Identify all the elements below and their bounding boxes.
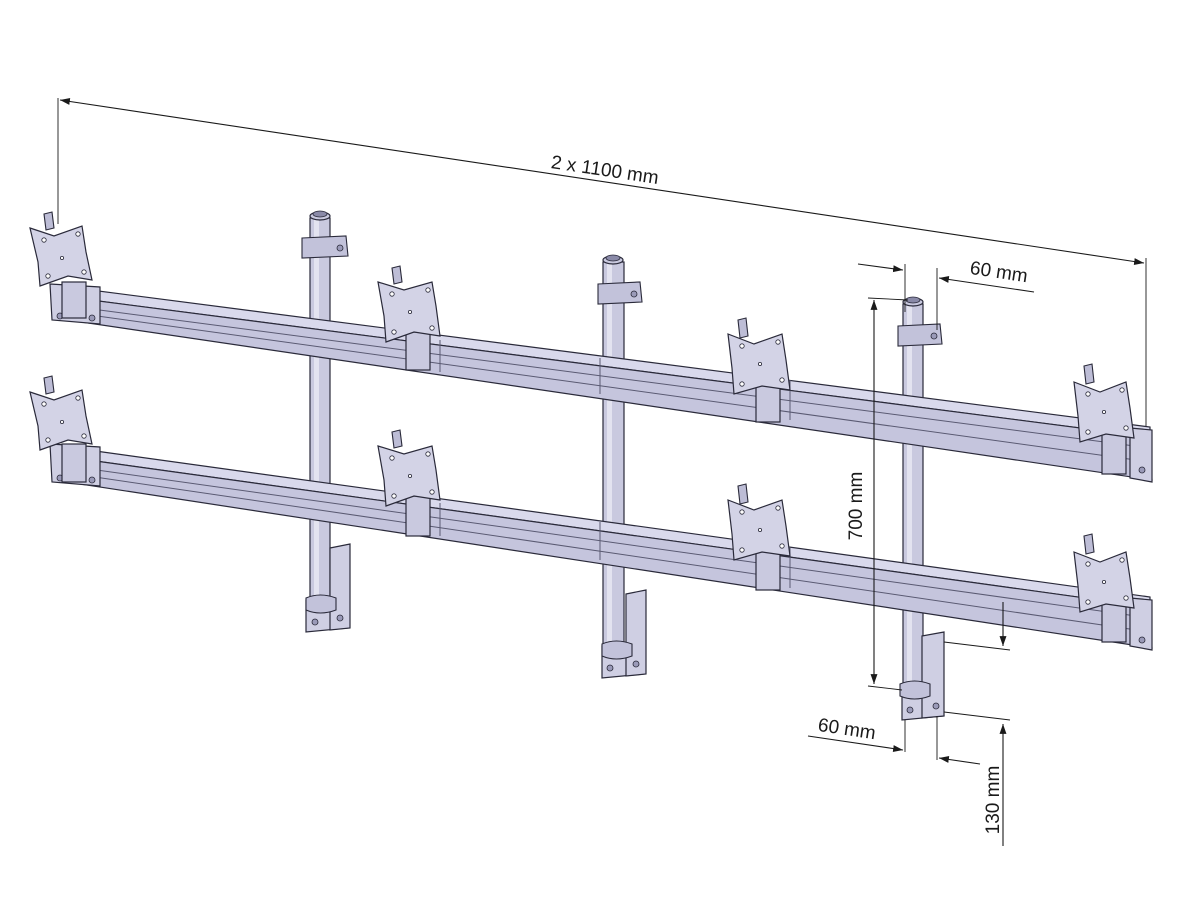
vesa-mount-lower-2 <box>377 429 441 537</box>
vesa-mount-upper-3 <box>727 317 791 423</box>
vertical-post-right <box>897 296 945 721</box>
vesa-mount-lower-4 <box>1073 533 1135 643</box>
vesa-mount-lower-3 <box>727 483 791 591</box>
dimension-label-post-height: 700 mm <box>846 472 867 541</box>
dimension-label-post-bottom-offset: 60 mm <box>817 715 878 744</box>
vesa-mount-lower-1 <box>29 375 93 483</box>
vesa-mount-upper-2 <box>377 265 441 371</box>
dimension-post-bottom-offset: 60 mm <box>807 715 981 765</box>
dimension-label-base-depth: 130 mm <box>983 766 1004 835</box>
dimension-post-top-offset: 60 mm <box>857 258 1035 330</box>
dimension-base-depth: 130 mm <box>943 602 1011 846</box>
upper-beam <box>49 283 1153 483</box>
dimension-label-post-top-offset: 60 mm <box>969 258 1030 287</box>
vertical-post-middle <box>597 254 647 679</box>
lower-beam <box>49 443 1153 651</box>
dimension-post-height: 700 mm <box>846 297 909 691</box>
vesa-mount-upper-4 <box>1073 363 1135 475</box>
dimension-label-overall-width: 2 x 1100 mm <box>550 152 660 189</box>
vertical-post-left <box>301 210 351 633</box>
